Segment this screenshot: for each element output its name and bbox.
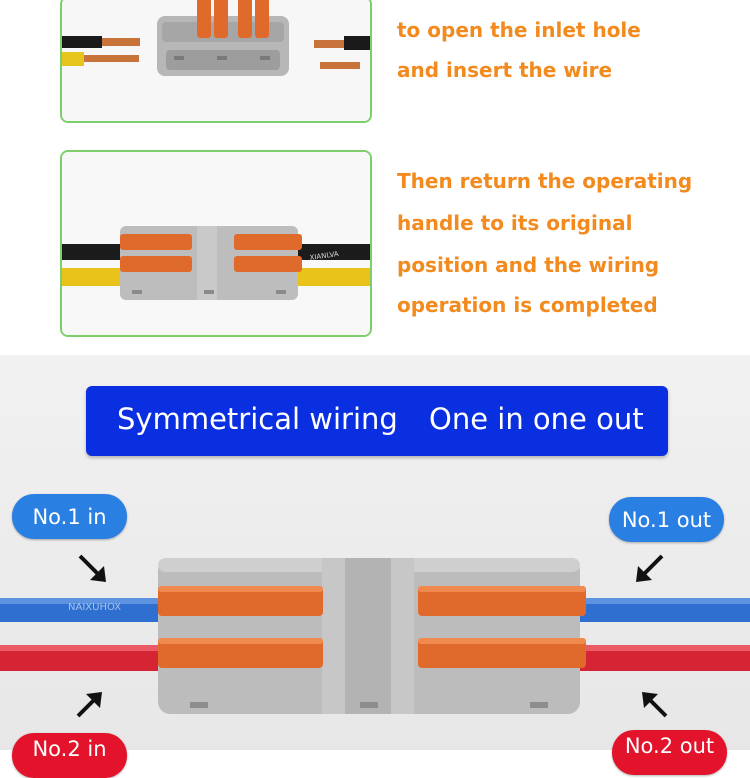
- label-no1-in: No.1 in: [12, 494, 127, 539]
- step2-photo: XIANLVA: [60, 150, 372, 337]
- connector-wiring-illustration: NAIXUHOX: [0, 558, 750, 714]
- label-no2-out: No.2 out: [612, 730, 727, 775]
- banner-left-text: Symmetrical wiring: [117, 402, 398, 436]
- diagonal-arrow-icon: [76, 692, 102, 718]
- step2-text-line2: handle to its original: [397, 211, 633, 235]
- diagonal-arrow-icon: [642, 692, 668, 718]
- symmetrical-wiring-banner: Symmetrical wiring One in one out: [86, 386, 668, 456]
- step1-connector-image: [62, 0, 370, 121]
- step1-text-line1: to open the inlet hole: [397, 18, 641, 42]
- label-no1-out: No.1 out: [609, 497, 724, 542]
- wire-print-bottom-left: NAIXUHOX: [68, 602, 121, 613]
- diagonal-arrow-icon: [78, 554, 106, 582]
- step1-photo: [60, 0, 372, 123]
- banner-right-text: One in one out: [429, 402, 644, 436]
- step1-text-line2: and insert the wire: [397, 58, 613, 82]
- step2-connector-image: XIANLVA: [62, 152, 370, 335]
- step2-text-line1: Then return the operating: [397, 169, 693, 193]
- step2-text-line3: position and the wiring: [397, 253, 660, 277]
- step2-text-line4: operation is completed: [397, 293, 658, 317]
- label-no2-in: No.2 in: [12, 733, 127, 778]
- diagonal-arrow-icon: [636, 554, 664, 582]
